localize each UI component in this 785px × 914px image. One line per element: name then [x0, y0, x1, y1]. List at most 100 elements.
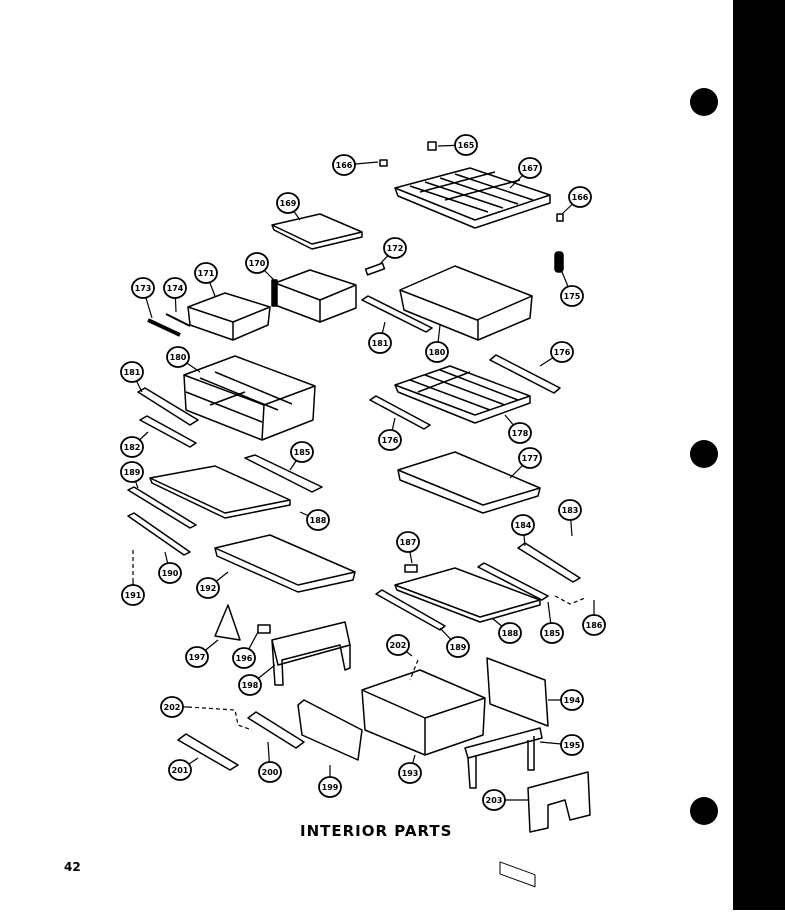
callout-circle — [558, 499, 582, 521]
panel-194 — [486, 657, 549, 727]
callout-number: 169 — [280, 199, 297, 208]
callout-number: 192 — [200, 584, 217, 593]
callout-number: 175 — [564, 292, 581, 301]
wire-shelf-top — [394, 167, 551, 229]
callout-circle — [560, 734, 584, 756]
callout-number: 203 — [486, 796, 503, 805]
callout-circle — [386, 634, 410, 656]
drawer-193 — [361, 669, 486, 756]
callout-circle — [482, 789, 506, 811]
clip-166a — [379, 159, 388, 167]
clip-166b — [556, 213, 564, 222]
callout-number: 188 — [310, 516, 327, 525]
callout-circle — [160, 696, 184, 718]
callout-number: 201 — [172, 766, 189, 775]
glass-shelf-left — [149, 465, 291, 514]
callout-number: 189 — [450, 643, 467, 652]
callout-number: 183 — [562, 506, 579, 515]
callout-circle — [120, 436, 144, 458]
callout-circle — [196, 577, 220, 599]
clip-187 — [404, 564, 418, 573]
callout-number: 177 — [522, 454, 539, 463]
pan-171 — [187, 292, 271, 341]
clip-165 — [427, 141, 437, 151]
callout-circle — [166, 346, 190, 368]
roller-172 — [364, 262, 386, 276]
callout-number: 199 — [322, 783, 339, 792]
callout-number: 165 — [458, 141, 475, 150]
rail-181-left — [137, 387, 199, 426]
callout-number: 190 — [162, 569, 179, 578]
callout-circle — [511, 514, 535, 536]
callout-circle — [238, 674, 262, 696]
page-title: INTERIOR PARTS — [300, 822, 453, 840]
callout-number: 197 — [189, 653, 206, 662]
callout-circle — [454, 134, 478, 156]
callout-number: 180 — [429, 348, 446, 357]
callout-number: 173 — [135, 284, 152, 293]
callout-number: 184 — [515, 521, 532, 530]
callout-number: 166 — [572, 193, 589, 202]
callout-circle — [131, 277, 155, 299]
callout-circle — [550, 341, 574, 363]
callout-number: 196 — [236, 654, 253, 663]
leader-lines — [132, 550, 586, 731]
callout-circle — [120, 361, 144, 383]
part-175 — [554, 251, 564, 273]
callout-number: 202 — [390, 641, 407, 650]
callout-number: 186 — [586, 621, 603, 630]
callout-circle — [163, 277, 187, 299]
callout-circle — [318, 776, 342, 798]
callout-number: 167 — [522, 164, 539, 173]
frame-198 — [271, 621, 351, 666]
callout-number: 172 — [387, 244, 404, 253]
callout-circle — [168, 759, 192, 781]
callout-circle — [120, 461, 144, 483]
bracket-197 — [214, 604, 241, 641]
callout-circle — [508, 422, 532, 444]
callout-number: 193 — [402, 769, 419, 778]
callout-circle — [185, 646, 209, 668]
callout-number: 182 — [124, 443, 141, 452]
callout-circle — [518, 447, 542, 469]
callout-circle — [560, 285, 584, 307]
callout-circle — [368, 332, 392, 354]
clip-196 — [257, 624, 271, 634]
rail-181 — [361, 295, 433, 333]
shelf-192 — [214, 534, 356, 586]
page-number: 42 — [64, 860, 81, 874]
rail-189-right — [375, 589, 446, 631]
panel-203 — [527, 771, 591, 833]
rail-190 — [127, 512, 191, 556]
rail-185-left — [244, 454, 323, 493]
callout-number: 170 — [249, 259, 266, 268]
crisper-180-right — [399, 265, 533, 341]
callout-number: 181 — [372, 339, 389, 348]
callout-circle — [194, 262, 218, 284]
rail-174 — [165, 313, 191, 327]
callout-number: 198 — [242, 681, 259, 690]
callout-circle — [568, 186, 592, 208]
callout-circle — [290, 441, 314, 463]
pan-170 — [271, 269, 357, 323]
callout-number: 185 — [544, 629, 561, 638]
callout-number: 180 — [170, 353, 187, 362]
rail-179 — [369, 395, 431, 430]
callout-number: 176 — [554, 348, 571, 357]
rail-185-right — [477, 562, 549, 601]
callout-number: 181 — [124, 368, 141, 377]
callout-number: 189 — [124, 468, 141, 477]
callout-circle — [398, 762, 422, 784]
callout-number: 166 — [336, 161, 353, 170]
page-edge-bar — [733, 0, 785, 910]
callout-circle — [383, 237, 407, 259]
wire-basket-180 — [183, 355, 316, 441]
callout-circle — [560, 689, 584, 711]
callout-circle — [396, 531, 420, 553]
callout-number: 174 — [167, 284, 184, 293]
rail-200 — [247, 711, 305, 749]
callout-circle — [446, 636, 470, 658]
rail-176 — [489, 354, 561, 394]
